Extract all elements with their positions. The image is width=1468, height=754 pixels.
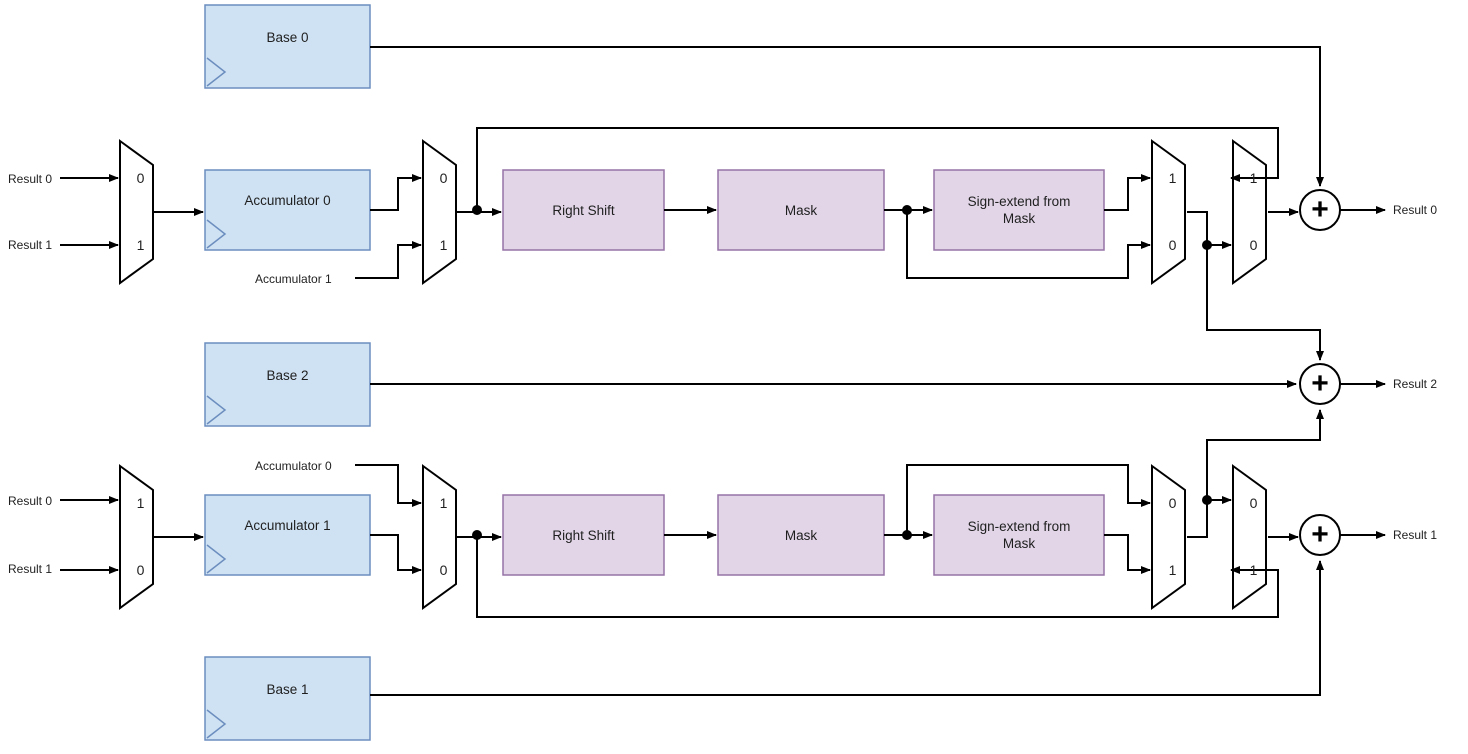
- wire-muxsxtop-out: [1187, 211, 1208, 245]
- wires-layer: [60, 46, 1386, 696]
- clock-triangle-icon: [206, 219, 227, 249]
- process-rshift-bot: [502, 494, 665, 576]
- mux-mux-sx-bot: [1151, 464, 1186, 610]
- dot-acc1-out: [472, 530, 482, 540]
- wire-acc1-to-muxselbot-0: [370, 534, 422, 574]
- register-base0: [204, 4, 371, 89]
- wire-signext-to-muxsx-top: [1104, 174, 1151, 211]
- mux-mux-in-bot: [119, 464, 154, 610]
- plus-icon: +: [1311, 518, 1329, 551]
- wire-acc0-to-muxseltop-0: [370, 174, 422, 211]
- dot-muxsx-top: [1202, 240, 1212, 250]
- wire-base1-to-adder1: [370, 560, 1324, 696]
- clock-triangle-icon: [206, 395, 227, 425]
- register-base2: [204, 342, 371, 427]
- wire-base0-to-adder0: [370, 46, 1324, 187]
- dot-mask-top: [902, 205, 912, 215]
- mux-mux-sel-bot: [422, 464, 457, 610]
- dot-acc0-out: [472, 205, 482, 215]
- process-rshift-top: [502, 169, 665, 251]
- shapes-layer: + + +: [119, 4, 1341, 741]
- clock-triangle-icon: [206, 57, 227, 87]
- clock-triangle-icon: [206, 544, 227, 574]
- dot-muxsx-bot: [1202, 495, 1212, 505]
- process-signext-bot: [933, 494, 1105, 576]
- mux-mux-out-bot: [1232, 464, 1267, 610]
- wire-signext-to-muxsx-bot: [1104, 534, 1151, 574]
- process-mask-top: [717, 169, 885, 251]
- register-acc0: [204, 169, 371, 251]
- register-base1: [204, 656, 371, 741]
- mux-mux-in-top: [119, 139, 154, 285]
- wire-muxsxtop-to-adder2: [1206, 245, 1324, 361]
- mux-mux-out-top: [1232, 139, 1267, 285]
- wire-acc1in-to-muxseltop-1: [355, 241, 422, 279]
- register-acc1: [204, 494, 371, 576]
- plus-icon: +: [1311, 367, 1329, 400]
- wire-acc0in-to-muxselbot-1: [355, 464, 422, 507]
- wire-muxsxbot-to-adder2: [1206, 409, 1324, 500]
- process-mask-bot: [717, 494, 885, 576]
- mux-mux-sel-top: [422, 139, 457, 285]
- dots-layer: [472, 205, 1212, 540]
- wire-mask-bypass-bot: [906, 464, 1151, 537]
- clock-triangle-icon: [206, 709, 227, 739]
- process-signext-top: [933, 169, 1105, 251]
- dot-mask-bot: [902, 530, 912, 540]
- plus-icon: +: [1311, 193, 1329, 226]
- wire-muxsxbot-out: [1187, 500, 1208, 538]
- mux-mux-sx-top: [1151, 139, 1186, 285]
- wire-mask-bypass-top: [906, 212, 1151, 279]
